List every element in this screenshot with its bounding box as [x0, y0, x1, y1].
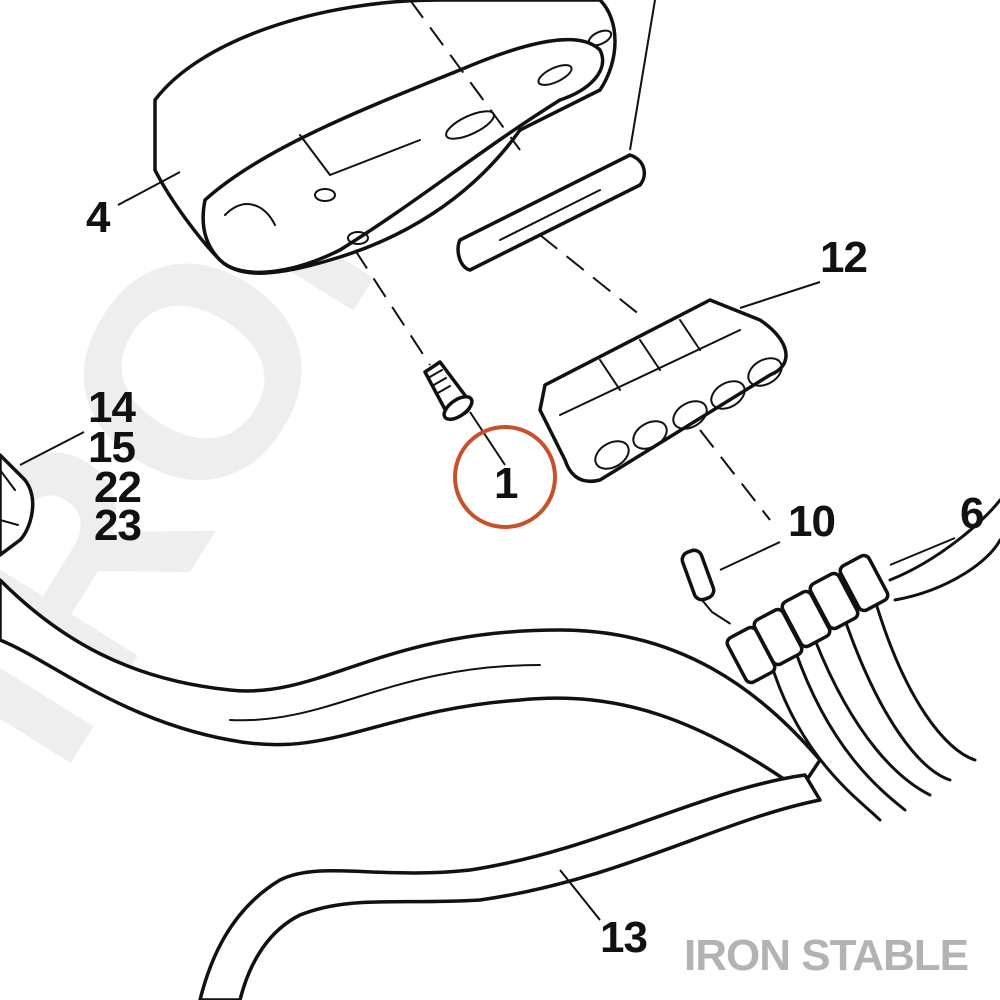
callout-22: 22 [94, 463, 141, 512]
callout-15: 15 [88, 423, 135, 472]
connector-housing [538, 298, 788, 483]
gasket [456, 153, 647, 272]
highlight-circle [453, 425, 557, 529]
assembly-lines [354, 0, 771, 631]
callout-13: 13 [600, 913, 647, 962]
callout-4: 4 [86, 193, 111, 242]
terminal-pins [725, 498, 1000, 822]
single-pin [680, 548, 716, 613]
callout-1: 1 [494, 459, 518, 508]
callout-6: 6 [960, 489, 983, 538]
callout-14: 14 [88, 383, 136, 432]
brand-label: IRON STABLE [684, 931, 968, 980]
callout-12: 12 [820, 233, 867, 282]
screw [423, 360, 474, 422]
leader-lines [19, 0, 956, 921]
gauge-housing [153, 0, 617, 275]
left-connector [0, 453, 35, 557]
callout-23: 23 [94, 501, 141, 550]
callout-10: 10 [788, 497, 835, 546]
